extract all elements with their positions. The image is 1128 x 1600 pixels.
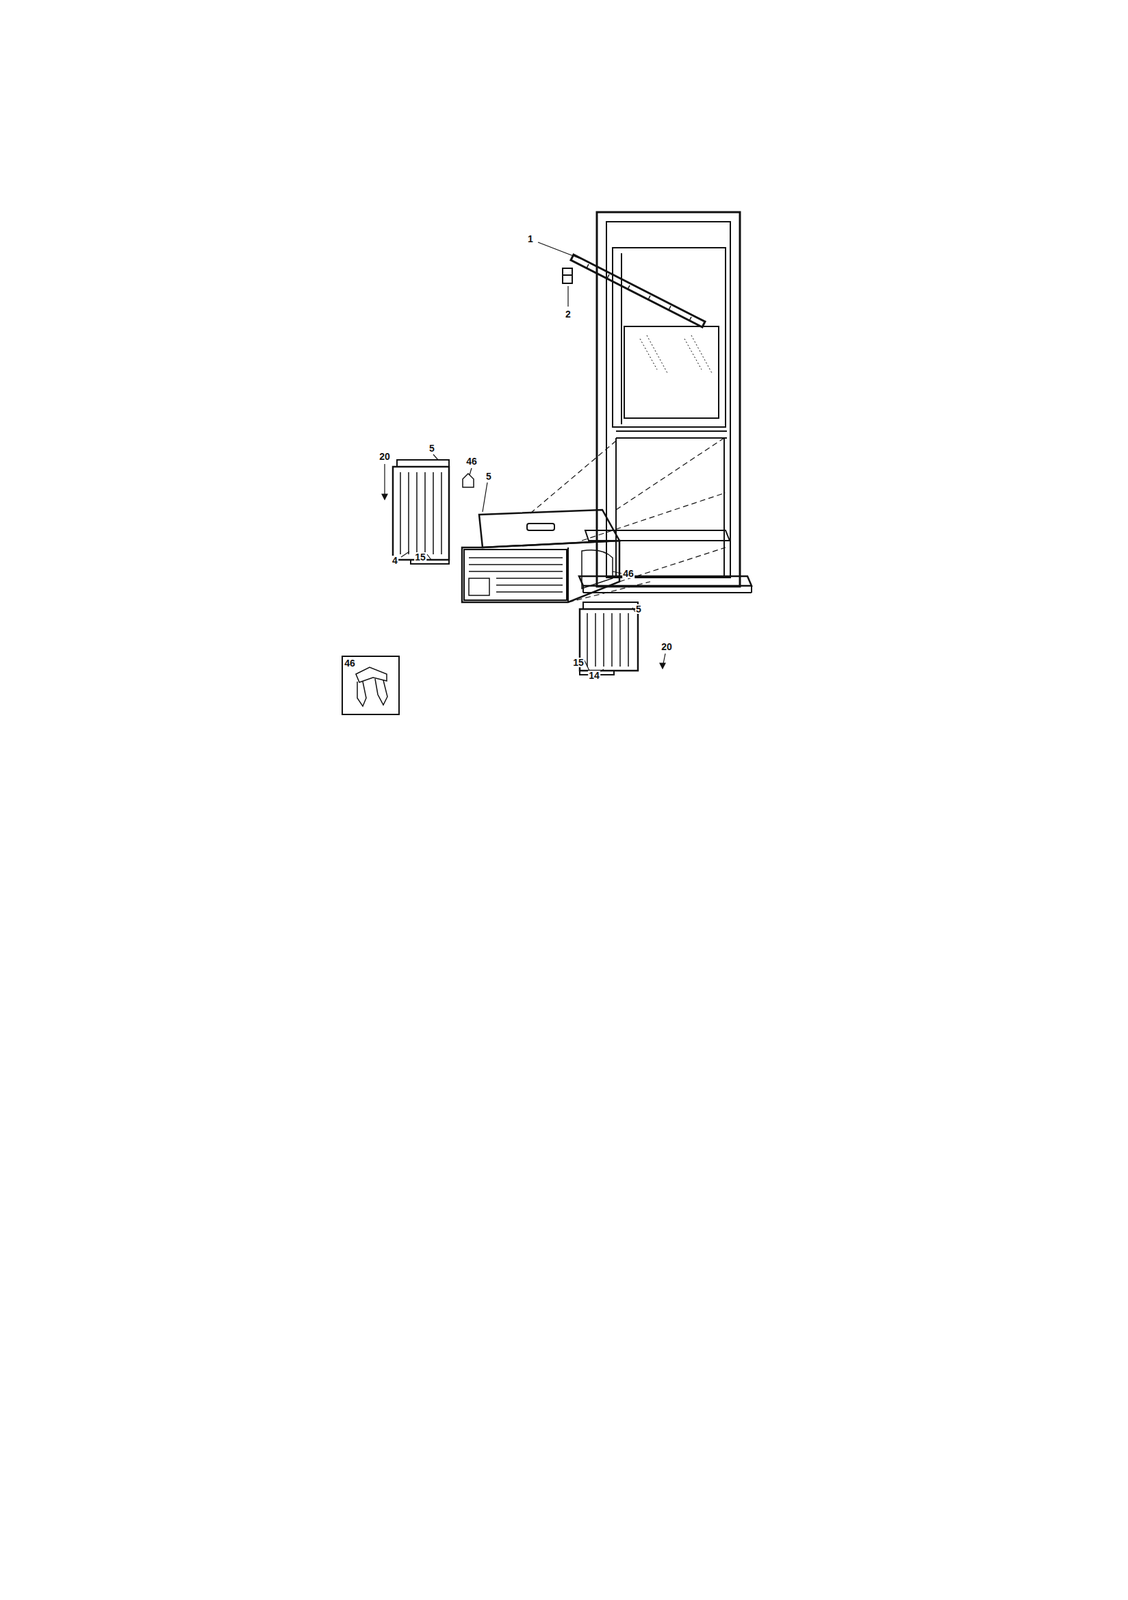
callout-number: 15: [572, 657, 585, 668]
callout-number: 46: [622, 568, 635, 579]
callout-number: 1: [527, 234, 534, 244]
callout-number: 2: [564, 309, 572, 319]
callout-number: 5: [635, 604, 643, 614]
callout-number: 46: [343, 658, 356, 669]
callout-number: 4: [391, 555, 399, 566]
callout-number: 20: [378, 451, 391, 462]
callout-number: 15: [414, 552, 427, 562]
callout-number: 5: [485, 471, 493, 482]
callout-number: 20: [660, 642, 673, 652]
callout-number: 14: [587, 670, 601, 681]
callout-number: 46: [465, 456, 478, 467]
callout-number: 5: [428, 443, 436, 454]
